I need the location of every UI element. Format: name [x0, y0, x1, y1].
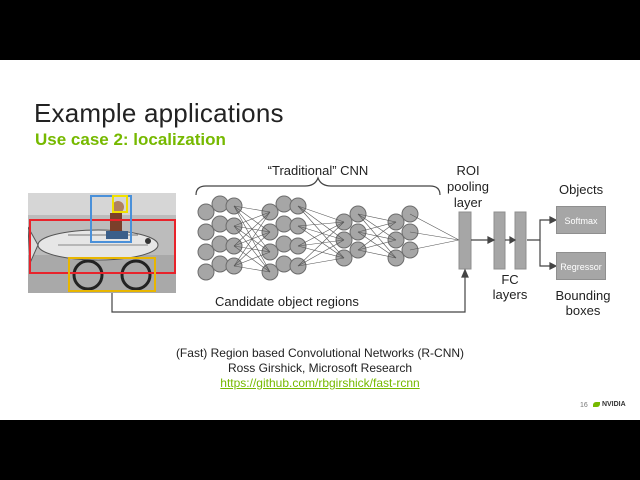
connection-line	[357, 221, 397, 233]
connection-line	[297, 221, 345, 227]
slide-title: Example applications	[34, 98, 284, 128]
cnn-node	[275, 195, 293, 213]
connection-line	[297, 239, 345, 247]
cnn-node	[211, 195, 229, 213]
nvidia-logo-text: NVIDIA	[601, 401, 626, 408]
cnn-node	[275, 255, 293, 273]
bounding-boxes-label: Bounding boxes	[555, 288, 611, 318]
connection-line	[357, 213, 397, 223]
cnn-node	[275, 215, 293, 233]
connection-line	[357, 239, 397, 251]
regressor-box: Regressor	[556, 252, 606, 280]
cnn-brace	[195, 176, 441, 196]
cnn-node	[211, 215, 229, 233]
nvidia-logo: NVIDIA	[593, 401, 626, 408]
connection-line	[297, 205, 345, 259]
connection-line	[297, 205, 345, 223]
roi-pooling-box	[458, 211, 472, 270]
page-number: 16	[580, 402, 588, 409]
cnn-layers	[197, 195, 419, 281]
cnn-label: “Traditional” CNN	[267, 163, 369, 178]
connection-line	[233, 231, 271, 267]
candidate-regions-label: Candidate object regions	[215, 294, 359, 309]
bbox-red-fish	[29, 219, 176, 274]
cnn-node	[211, 235, 229, 253]
connection-line	[297, 221, 345, 247]
input-photo	[28, 193, 176, 293]
connection-line	[297, 225, 345, 259]
bbox-blue-person	[90, 195, 132, 243]
connection-line	[297, 257, 345, 267]
fc-box-1	[493, 211, 506, 270]
bbox-yellow-head	[112, 195, 128, 213]
fc-box-2	[514, 211, 527, 270]
bbox-orange-bike	[68, 257, 156, 292]
cnn-node	[197, 203, 215, 221]
connection-line	[297, 239, 345, 267]
connection-line	[297, 245, 345, 259]
connection-line	[233, 265, 271, 273]
citation-link[interactable]: https://github.com/rbgirshick/fast-rcnn	[220, 376, 420, 390]
connection-line	[233, 251, 271, 267]
connection-line	[233, 205, 271, 213]
connection-line	[357, 221, 397, 251]
cnn-node	[197, 223, 215, 241]
connection-line	[297, 221, 345, 267]
cnn-node	[211, 255, 229, 273]
citation-author: Ross Girshick, Microsoft Research	[227, 361, 413, 375]
connection-line	[297, 205, 345, 241]
cnn-node	[197, 243, 215, 261]
cnn-node	[275, 235, 293, 253]
connection-line	[233, 211, 271, 267]
connection-line	[233, 211, 271, 227]
connection-line	[409, 213, 460, 241]
connection-line	[297, 225, 345, 241]
connection-line	[357, 249, 397, 259]
fc-label: FC layers	[492, 272, 528, 302]
connection-line	[409, 239, 460, 251]
softmax-box: Softmax	[556, 206, 606, 234]
connection-line	[409, 231, 460, 241]
connection-lines	[233, 205, 460, 273]
connection-line	[233, 211, 271, 247]
cnn-node	[197, 263, 215, 281]
roi-label: ROI pooling layer	[447, 163, 489, 210]
slide-subtitle: Use case 2: localization	[35, 130, 226, 149]
objects-label: Objects	[559, 182, 604, 197]
citation-title: (Fast) Region based Convolutional Networ…	[175, 346, 465, 360]
nvidia-eye-icon	[593, 401, 600, 407]
